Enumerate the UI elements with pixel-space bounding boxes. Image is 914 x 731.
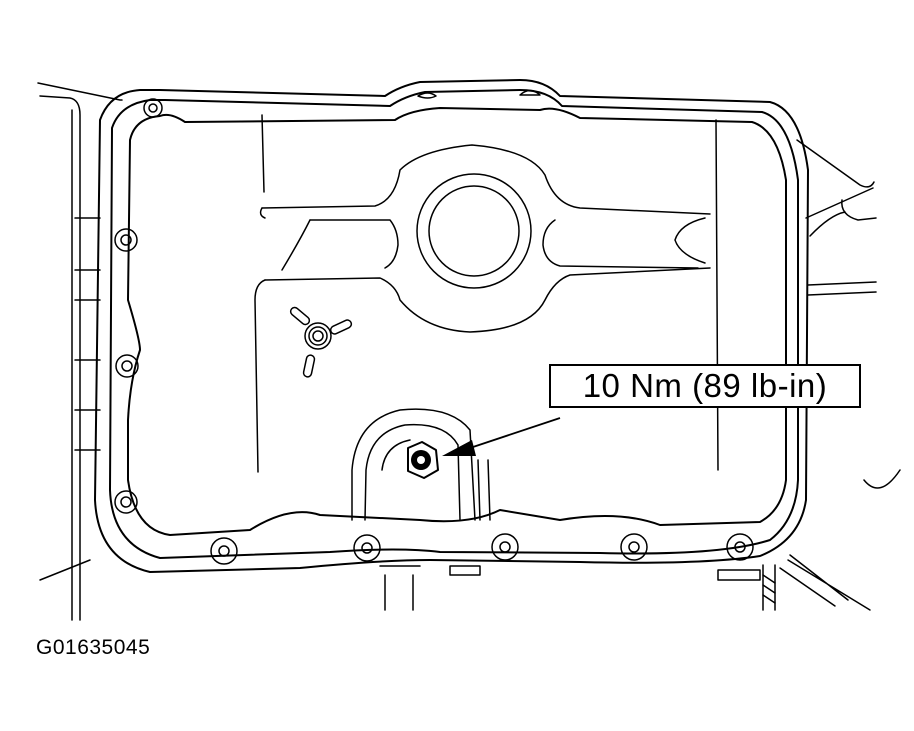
flange-bolts	[114, 89, 754, 565]
pan-inner-detail	[254, 114, 719, 473]
lower-brackets	[379, 564, 776, 611]
pan-flange	[94, 79, 809, 573]
bolt	[353, 534, 381, 562]
drain-plug-torque-label: 10 Nm (89 lb-in)	[549, 364, 861, 408]
level-sensor-fitting	[289, 306, 353, 378]
surrounding-structure	[37, 82, 901, 621]
callout-leader-arrow	[442, 417, 561, 456]
bolt	[491, 533, 519, 561]
bolt	[115, 354, 139, 378]
bolt	[726, 533, 754, 561]
bolt	[210, 537, 238, 565]
drain-plug	[407, 441, 439, 479]
bolt	[114, 490, 138, 514]
drain-boss	[351, 408, 491, 521]
bolt	[143, 98, 163, 118]
bolt	[620, 533, 648, 561]
figure-id: G01635045	[36, 636, 151, 659]
bolt	[114, 228, 138, 252]
